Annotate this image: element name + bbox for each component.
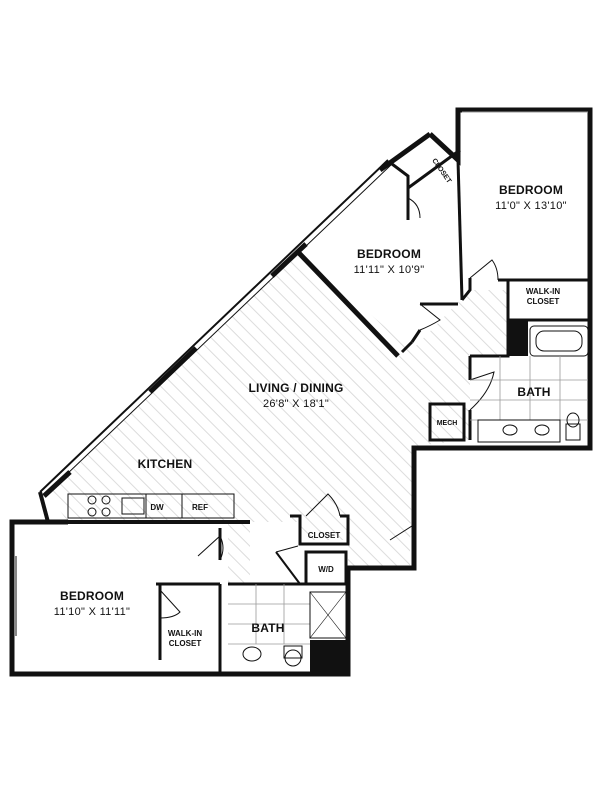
bedroom-top-right-dims: 11'0" X 13'10"	[495, 200, 567, 212]
kitchen-counter	[67, 493, 235, 519]
door-swings	[159, 197, 499, 619]
closet-top-label: CLOSET	[430, 158, 452, 186]
bath-right-label: BATH	[517, 385, 550, 399]
living-dining-dims: 26'8" X 18'1"	[263, 398, 329, 410]
walk-in-closet-right-label-2: CLOSET	[527, 297, 560, 306]
bedroom-bottom-left-label: BEDROOM	[60, 589, 124, 603]
living-dining-floor	[48, 252, 508, 584]
bedroom-middle-label: BEDROOM	[357, 247, 421, 261]
interior-walls	[68, 148, 588, 674]
walk-in-closet-right-label-1: WALK-IN	[526, 287, 560, 296]
mech-label: MECH	[437, 420, 458, 427]
washer-dryer-label: W/D	[318, 565, 334, 574]
refrigerator-label: REF	[192, 503, 208, 512]
dishwasher-label: DW	[150, 503, 164, 512]
bedroom-middle-dims: 11'11" X 10'9"	[354, 264, 425, 276]
living-dining-label: LIVING / DINING	[248, 381, 343, 395]
walk-in-closet-left-label-1: WALK-IN	[168, 629, 202, 638]
bath-bottom-label: BATH	[251, 621, 284, 635]
bedroom-bottom-left-dims: 11'10" X 11'11"	[54, 606, 130, 618]
bath-right-fixtures	[470, 325, 589, 443]
bath-bottom-fixtures	[228, 584, 347, 667]
kitchen-label: KITCHEN	[138, 457, 193, 471]
hallway-floor	[300, 540, 410, 568]
walk-in-closet-left-label-2: CLOSET	[169, 639, 202, 648]
diagonal-window-wall	[39, 159, 389, 493]
closet-small-label: CLOSET	[308, 531, 341, 540]
bedroom-top-right-label: BEDROOM	[499, 183, 563, 197]
